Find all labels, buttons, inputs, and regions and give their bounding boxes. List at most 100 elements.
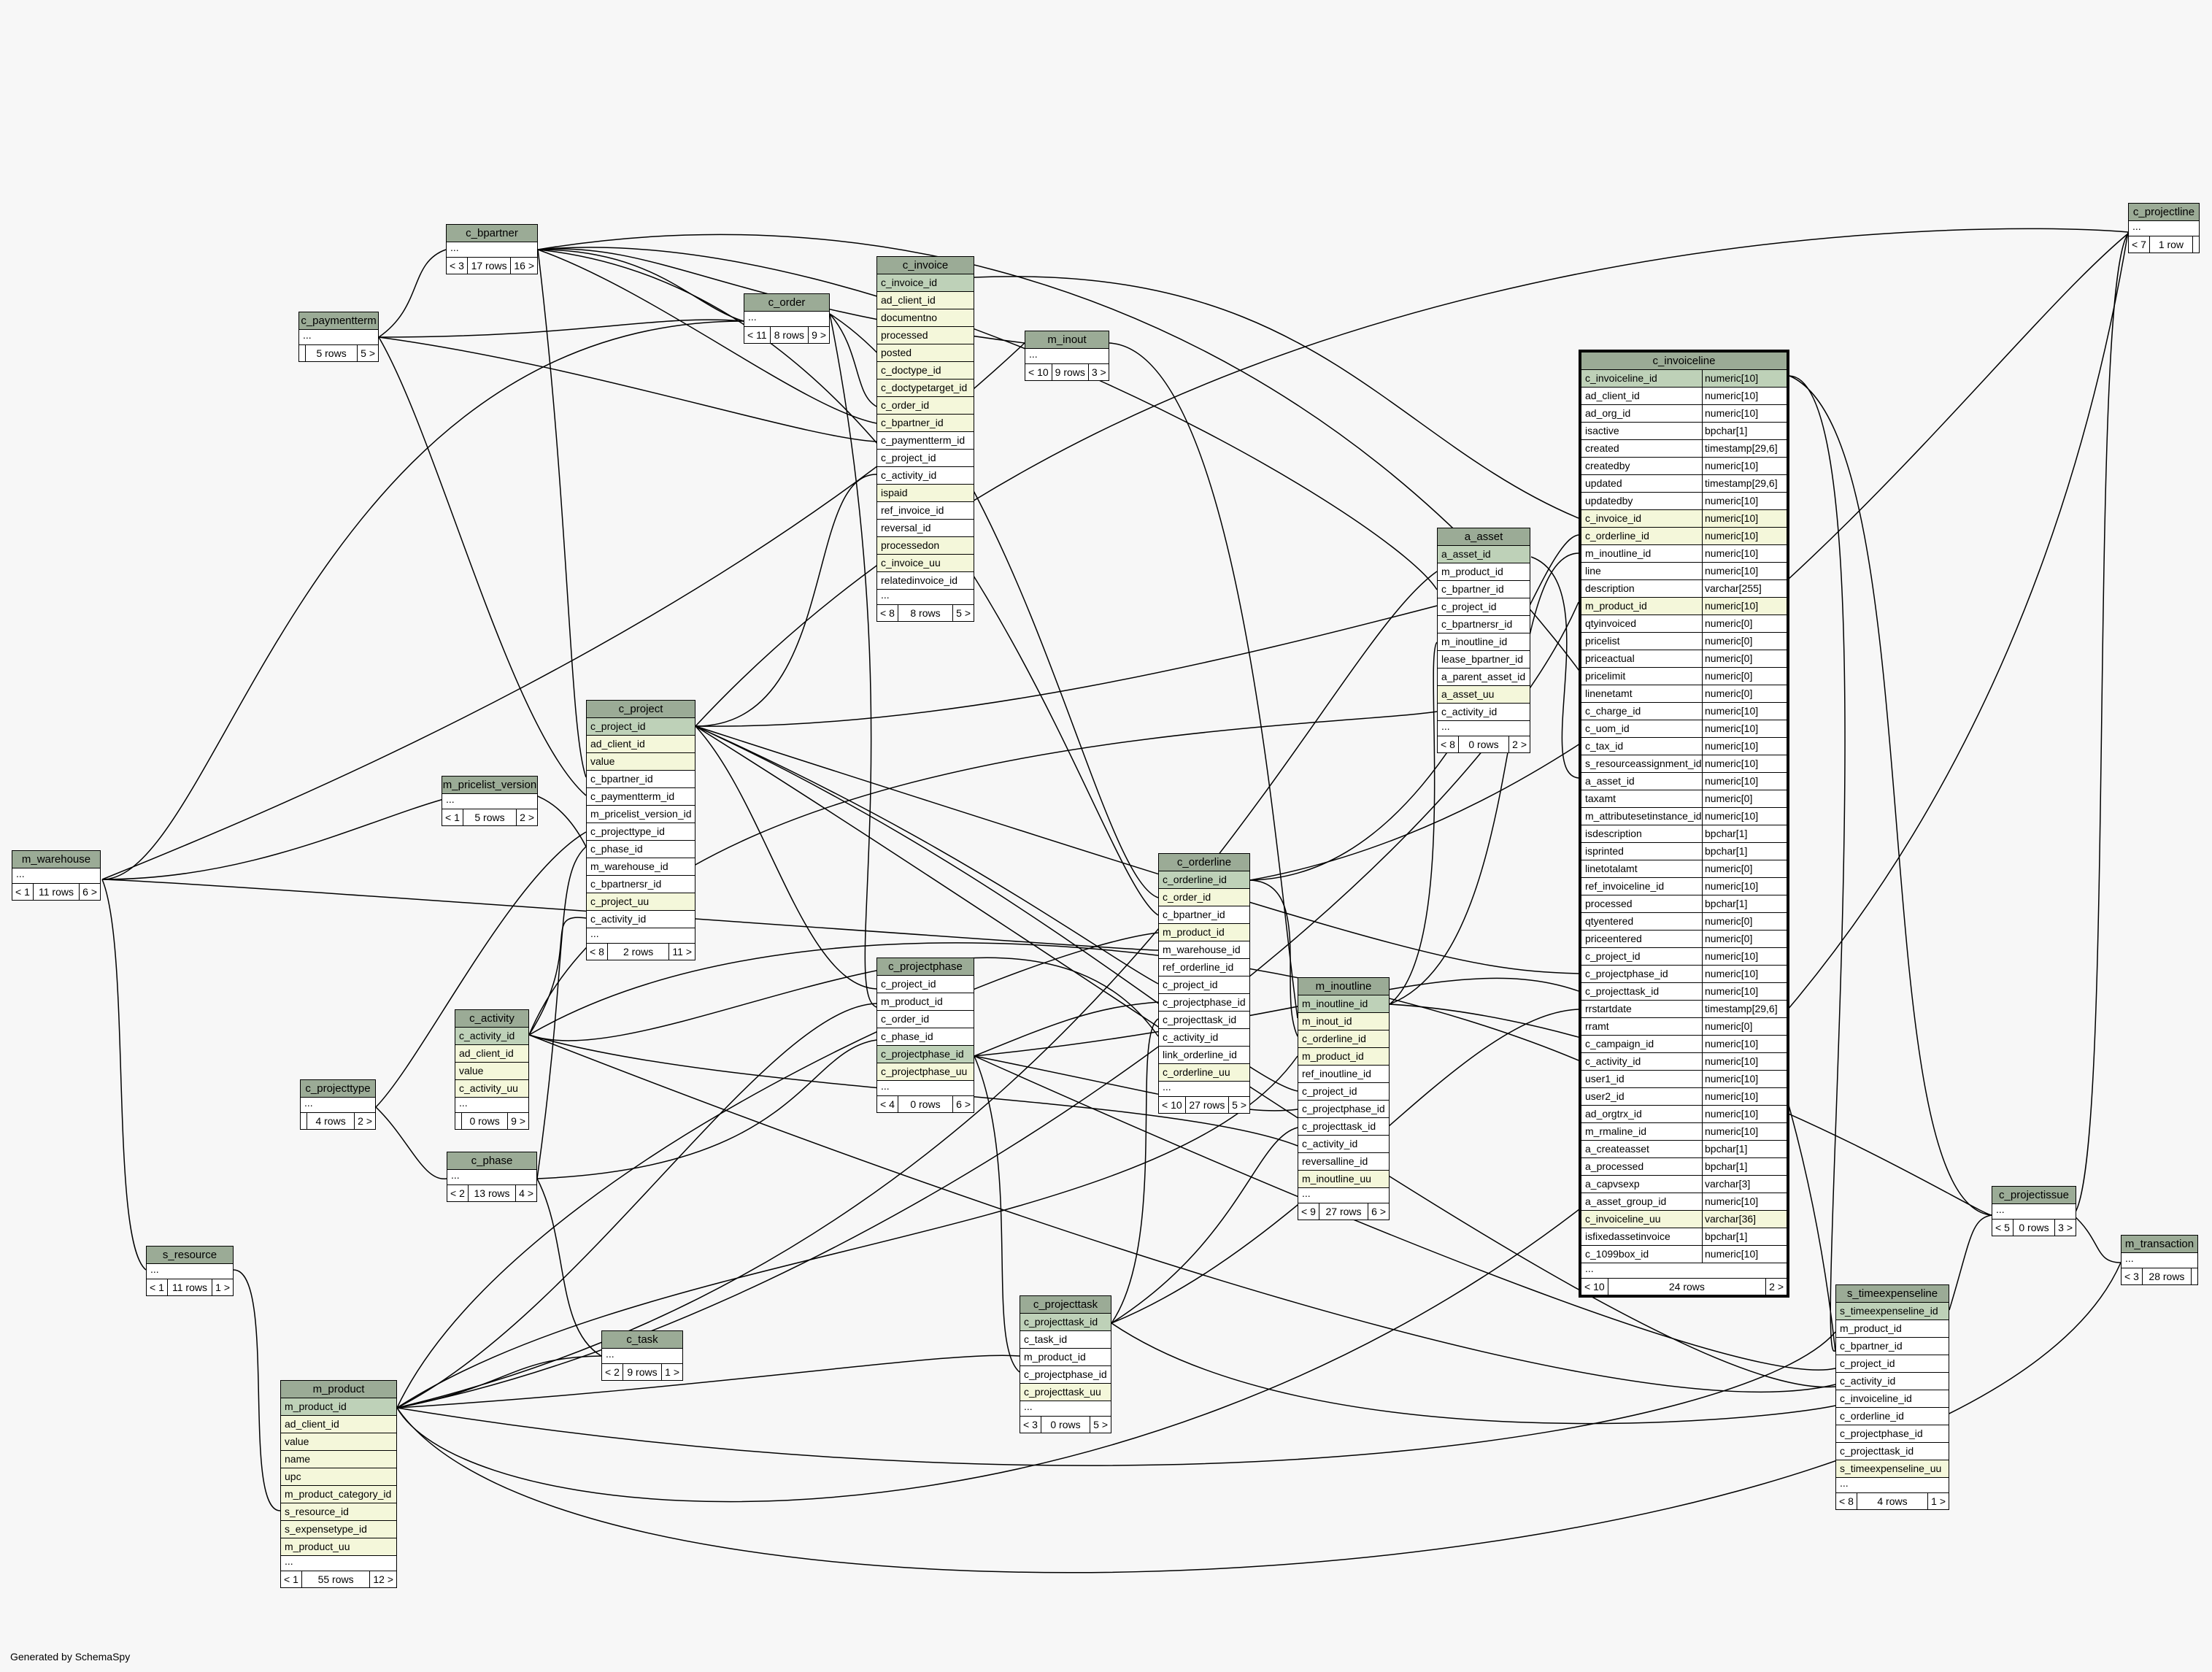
more-columns-ellipsis: ... bbox=[744, 312, 829, 327]
table-column: c_projectphase_id bbox=[1836, 1425, 1949, 1443]
row-count: 0 rows bbox=[2013, 1220, 2056, 1236]
table-column: ref_orderline_id bbox=[1159, 959, 1249, 976]
column-name: m_warehouse_id bbox=[1163, 944, 1241, 955]
table-title[interactable]: s_resource bbox=[147, 1247, 233, 1264]
table-column: ad_client_id bbox=[877, 292, 974, 309]
column-type: bpchar[1] bbox=[1702, 843, 1787, 860]
generator-credit: Generated by SchemaSpy bbox=[10, 1651, 131, 1663]
table-column: ref_inoutline_id bbox=[1298, 1066, 1389, 1083]
table-title[interactable]: m_inoutline bbox=[1298, 978, 1389, 995]
table-title[interactable]: c_projectline bbox=[2129, 204, 2199, 221]
table-title[interactable]: c_activity bbox=[455, 1010, 528, 1028]
column-name: upc bbox=[285, 1471, 301, 1482]
table-title[interactable]: c_order bbox=[744, 294, 829, 312]
relationship-line bbox=[1530, 556, 1579, 779]
column-type: numeric[10] bbox=[1702, 1071, 1787, 1087]
column-name: m_product_id bbox=[881, 995, 943, 1007]
parents-count: < 10 bbox=[1581, 1279, 1608, 1295]
column-type: numeric[0] bbox=[1702, 1018, 1787, 1035]
table-column: c_bpartner_id bbox=[1438, 581, 1530, 598]
table-title[interactable]: c_projecttype bbox=[301, 1080, 375, 1098]
table-title[interactable]: m_inout bbox=[1025, 331, 1109, 349]
more-columns-ellipsis: ... bbox=[1025, 349, 1109, 364]
table-column: posted bbox=[877, 344, 974, 362]
column-name: c_orderline_id bbox=[1585, 530, 1649, 542]
column-name: c_activity_id bbox=[1441, 706, 1498, 717]
column-name: m_attributesetinstance_id bbox=[1585, 810, 1702, 822]
table-title[interactable]: c_phase bbox=[447, 1152, 536, 1170]
column-name: m_product_id bbox=[1302, 1050, 1364, 1062]
table-title[interactable]: c_paymentterm bbox=[299, 312, 378, 330]
table-title[interactable]: c_orderline bbox=[1159, 854, 1249, 871]
column-name: c_task_id bbox=[1024, 1333, 1068, 1345]
table-title[interactable]: m_product bbox=[281, 1381, 396, 1398]
column-name: reversal_id bbox=[881, 522, 931, 533]
table-title[interactable]: m_transaction bbox=[2122, 1236, 2197, 1253]
table-title[interactable]: c_project bbox=[587, 701, 695, 718]
table-column: value bbox=[281, 1433, 396, 1451]
table-title[interactable]: c_projecttask bbox=[1020, 1296, 1111, 1314]
table-column: ad_client_id bbox=[587, 736, 695, 753]
parents-count: < 2 bbox=[447, 1185, 469, 1201]
table-column: c_bpartner_id bbox=[1159, 906, 1249, 924]
table-title[interactable]: m_warehouse bbox=[12, 851, 100, 868]
relationship-line bbox=[101, 879, 147, 1271]
parents-count: < 8 bbox=[1438, 736, 1459, 752]
table-title[interactable]: c_invoice bbox=[877, 257, 974, 274]
column-type: varchar[36] bbox=[1702, 1211, 1787, 1228]
table-column: c_bpartner_id bbox=[587, 771, 695, 788]
table-title[interactable]: s_timeexpenseline bbox=[1836, 1285, 1949, 1303]
relationship-line bbox=[537, 249, 587, 778]
relationship-line bbox=[101, 788, 587, 880]
row-count: 27 rows bbox=[1186, 1097, 1230, 1113]
column-name: s_timeexpenseline_id bbox=[1840, 1305, 1938, 1317]
more-columns-ellipsis: ... bbox=[587, 928, 695, 944]
column-name: c_phase_id bbox=[590, 843, 643, 855]
table-column: m_inoutline_id bbox=[1438, 633, 1530, 651]
column-name: c_projecttask_uu bbox=[1024, 1386, 1101, 1398]
column-name: processed bbox=[881, 329, 928, 341]
relationship-line bbox=[528, 917, 587, 1036]
table-title[interactable]: c_invoiceline bbox=[1581, 352, 1787, 370]
column-type: numeric[10] bbox=[1702, 773, 1787, 790]
column-name: m_product_category_id bbox=[285, 1488, 392, 1500]
table-title[interactable]: c_projectphase bbox=[877, 958, 974, 976]
table-title[interactable]: c_projectissue bbox=[1992, 1187, 2076, 1204]
table-title[interactable]: a_asset bbox=[1438, 528, 1530, 546]
table-title[interactable]: c_task bbox=[602, 1331, 682, 1349]
relationship-line bbox=[537, 249, 877, 424]
column-name: line bbox=[1585, 565, 1601, 577]
table-title[interactable]: m_pricelist_version bbox=[442, 777, 537, 794]
table-title[interactable]: c_bpartner bbox=[447, 225, 537, 242]
column-name: m_inoutline_uu bbox=[1302, 1173, 1371, 1184]
